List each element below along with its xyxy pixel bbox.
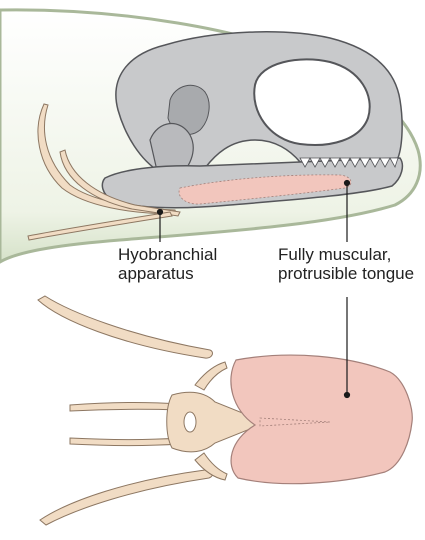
label-hyobranchial-line1: Hyobranchial (118, 245, 217, 264)
orbit (254, 59, 369, 145)
tongue-bottom (231, 355, 412, 484)
leader-dot-hyobranchial (158, 210, 163, 215)
label-hyobranchial: Hyobranchial apparatus (118, 245, 217, 283)
label-tongue-line2: protrusible tongue (278, 264, 414, 283)
skull (102, 32, 402, 208)
label-hyobranchial-line2: apparatus (118, 264, 217, 283)
hyobranchial-bottom (38, 296, 260, 525)
label-tongue-line1: Fully muscular, (278, 245, 414, 264)
label-tongue: Fully muscular, protrusible tongue (278, 245, 414, 283)
leader-dot-tongue-upper (345, 181, 350, 186)
leader-dot-tongue-lower (345, 393, 350, 398)
